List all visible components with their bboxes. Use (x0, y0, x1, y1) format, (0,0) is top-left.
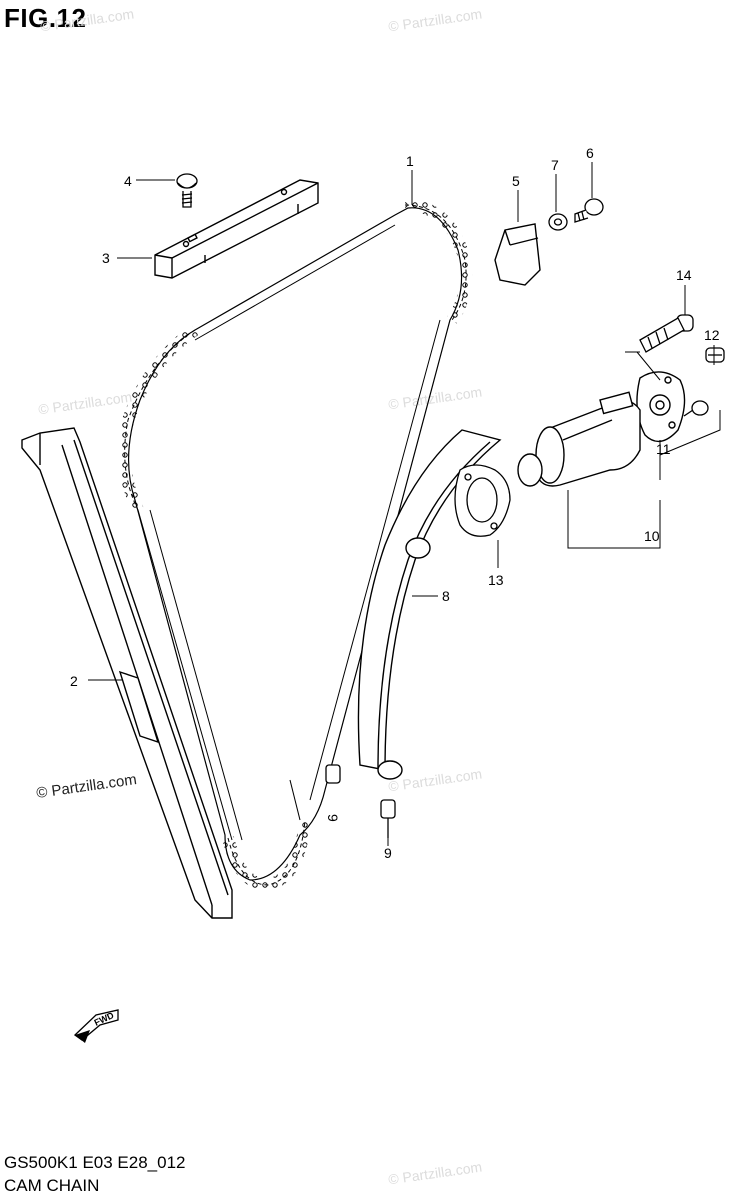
part-washer (548, 213, 568, 231)
leader-lines (88, 162, 721, 846)
part-chain-guide-rear (21, 427, 233, 919)
part-plug (683, 347, 725, 417)
part-pin (325, 764, 396, 838)
part-chain-guide-top (154, 179, 319, 279)
callout-6: 6 (586, 145, 594, 161)
part-cam-chain (118, 199, 473, 892)
part-bolt (574, 198, 604, 223)
part-chain-guide-tensioner (357, 429, 502, 780)
forward-direction-marker: FWD (73, 1009, 119, 1043)
part-tensioner-bolt (639, 314, 694, 353)
callout-14: 14 (676, 267, 692, 283)
callout-13: 13 (488, 572, 504, 588)
part-tensioner-body (517, 371, 686, 487)
callout-3: 3 (102, 250, 110, 266)
callout-2: 2 (70, 673, 78, 689)
callout-9: 9 (384, 845, 392, 861)
callout-7: 7 (551, 157, 559, 173)
model-code: GS500K1 E03 E28_012 (4, 1153, 186, 1172)
figure-title: FIG.12 (4, 3, 87, 33)
callout-5: 5 (512, 173, 520, 189)
assembly-name: CAM CHAIN (4, 1176, 100, 1195)
callout-1: 1 (406, 153, 414, 169)
callout-12: 12 (704, 327, 720, 343)
part-gasket (454, 464, 511, 537)
part-screw (176, 173, 198, 208)
callout-labels: 1 2 3 4 5 6 7 8 9 9 10 11 12 13 14 (70, 145, 720, 861)
callout-4: 4 (124, 173, 132, 189)
callout-10: 10 (644, 528, 660, 544)
callout-11: 11 (656, 441, 671, 457)
callout-8: 8 (442, 588, 450, 604)
callout-9-rotated: 9 (325, 814, 341, 822)
part-tensioner-pad (494, 223, 541, 286)
